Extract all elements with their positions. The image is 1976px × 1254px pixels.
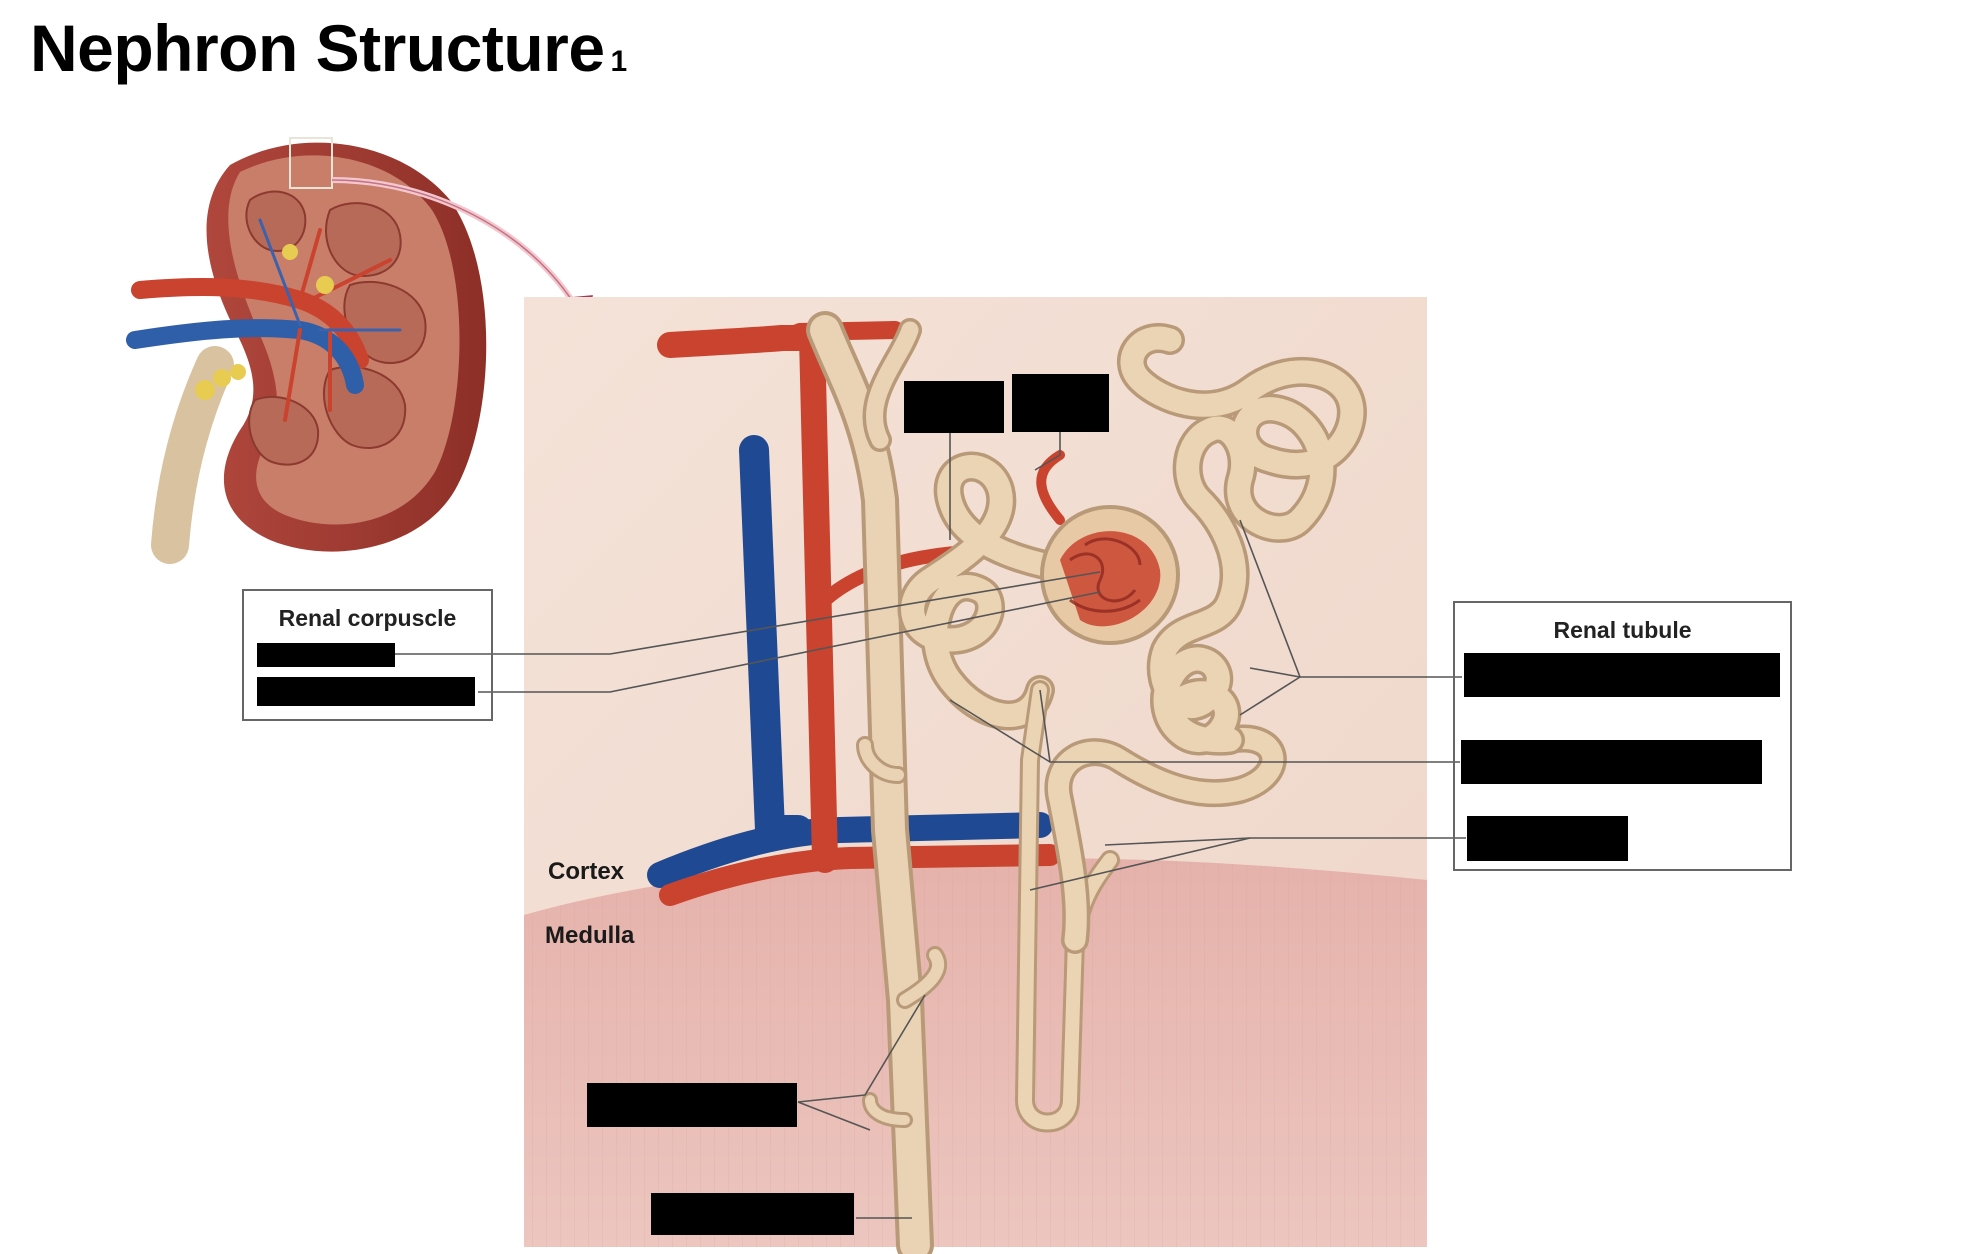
medulla-label: Medulla (545, 922, 635, 949)
redacted-label-papillary-duct (651, 1193, 854, 1235)
redacted-label-glomerular-capsule (257, 643, 395, 667)
renal-corpuscle-frame (242, 589, 493, 721)
nephron-panel (395, 297, 1466, 1254)
renal-tubule-label: Renal tubule (1553, 617, 1692, 643)
renal-corpuscle-label: Renal corpuscle (278, 605, 457, 631)
page-title-superscript: 1 (610, 45, 628, 78)
redacted-label-afferent-arteriole (904, 381, 1004, 433)
glomerular-capsule (1040, 505, 1180, 645)
kidney-illustration (126, 137, 593, 564)
redacted-label-proximal-tubule (1464, 653, 1780, 697)
cortex-label: Cortex (548, 858, 625, 885)
redacted-label-efferent-arteriole (1012, 374, 1109, 432)
renal-tubule-frame (1453, 601, 1792, 871)
redacted-label-glomerulus (257, 677, 475, 706)
redacted-label-collecting-duct (587, 1083, 797, 1127)
redacted-label-nephron-loop (1461, 740, 1762, 784)
page-title-text: Nephron Structure (30, 11, 605, 85)
redacted-label-distal-tubule (1467, 816, 1628, 861)
